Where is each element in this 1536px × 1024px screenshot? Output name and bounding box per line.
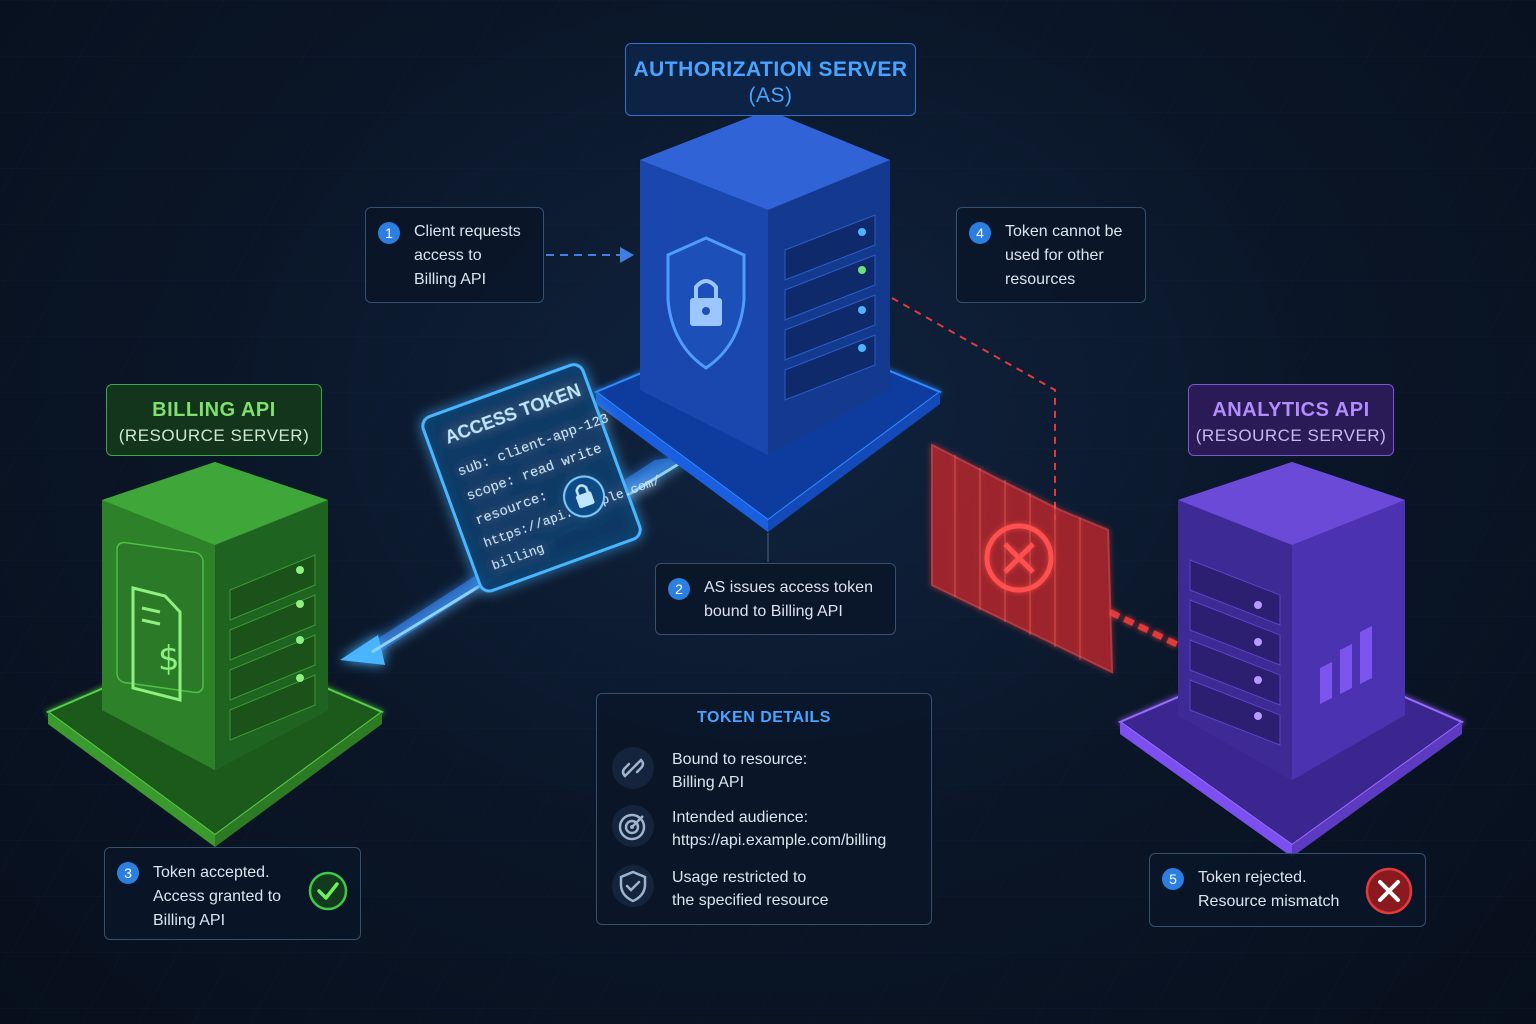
step-text: Client requests [414, 223, 521, 240]
step-text: Resource mismatch [1198, 893, 1340, 910]
svg-text:$: $ [158, 639, 180, 679]
access-token-card: ACCESS TOKEN sub: client-app-123 scope: … [421, 363, 663, 593]
step-text: Token cannot be [1005, 223, 1123, 240]
x-circle-icon [1365, 867, 1413, 915]
billing-api-title: BILLING API [152, 399, 276, 421]
step-text: Billing API [414, 271, 487, 288]
billing-server: $ [46, 462, 384, 847]
blocked-x-icon [984, 523, 1054, 593]
bar-chart-icon [1320, 626, 1372, 704]
step-text: Token accepted. [153, 864, 270, 881]
blocked-path-line [891, 297, 1056, 520]
detail-text: Intended audience: [672, 809, 809, 826]
authorization-server-label: AUTHORIZATION SERVER (AS) [625, 43, 916, 116]
barrier [931, 443, 1114, 674]
step-text: Billing API [153, 912, 226, 929]
token-detail-item: Bound to resource: Billing API [611, 746, 921, 796]
step-text: bound to Billing API [704, 603, 843, 620]
token-details-title: TOKEN DETAILS [697, 709, 831, 726]
step-text: Token rejected. [1198, 869, 1307, 886]
step-text: used for other [1005, 247, 1104, 264]
analytics-api-title: ANALYTICS API [1212, 399, 1370, 421]
token-details-panel: TOKEN DETAILS Bound to resource: Billing… [596, 693, 932, 925]
analytics-api-subtitle: (RESOURCE SERVER) [1195, 426, 1387, 445]
step-number: 4 [969, 222, 991, 244]
step-number: 5 [1162, 868, 1184, 890]
request-arrow-head [620, 247, 634, 263]
step-3-box: 3 Token accepted. Access granted to Bill… [104, 847, 361, 940]
token-detail-item: Intended audience: https://api.example.c… [611, 804, 921, 854]
link-icon [612, 747, 654, 789]
detail-text: Billing API [672, 774, 745, 791]
step-4-box: 4 Token cannot be used for other resourc… [956, 207, 1146, 303]
token-detail-item: Usage restricted to the specified resour… [611, 864, 921, 914]
step-text: Access granted to [153, 888, 282, 905]
step-text: access to [414, 247, 482, 264]
invoice-dollar-icon: $ [131, 586, 182, 702]
authorization-server-title: AUTHORIZATION SERVER [633, 58, 908, 81]
billing-api-subtitle: (RESOURCE SERVER) [118, 426, 310, 445]
billing-api-label: BILLING API (RESOURCE SERVER) [106, 384, 322, 456]
step-number: 1 [378, 222, 400, 244]
authorization-server-subtitle: (AS) [748, 84, 793, 107]
rejected-arrow-line [1108, 609, 1180, 648]
authorization-server [593, 110, 943, 532]
detail-text: the specified resource [672, 892, 829, 909]
analytics-api-label: ANALYTICS API (RESOURCE SERVER) [1188, 384, 1394, 456]
step-number: 3 [117, 862, 139, 884]
detail-text: Bound to resource: [672, 751, 808, 768]
detail-text: Usage restricted to [672, 869, 807, 886]
lock-icon [563, 475, 606, 518]
step-1-box: 1 Client requests access to Billing API [365, 207, 544, 303]
shield-check-icon [612, 865, 654, 907]
check-circle-icon [308, 871, 348, 911]
step-2-box: 2 AS issues access token bound to Billin… [655, 563, 896, 635]
detail-text: https://api.example.com/billing [672, 832, 887, 849]
step-text: resources [1005, 271, 1076, 288]
step-text: AS issues access token [704, 579, 873, 596]
analytics-server [1117, 462, 1465, 857]
target-icon [612, 805, 654, 847]
step-number: 2 [668, 578, 690, 600]
step-5-box: 5 Token rejected. Resource mismatch [1149, 853, 1426, 927]
